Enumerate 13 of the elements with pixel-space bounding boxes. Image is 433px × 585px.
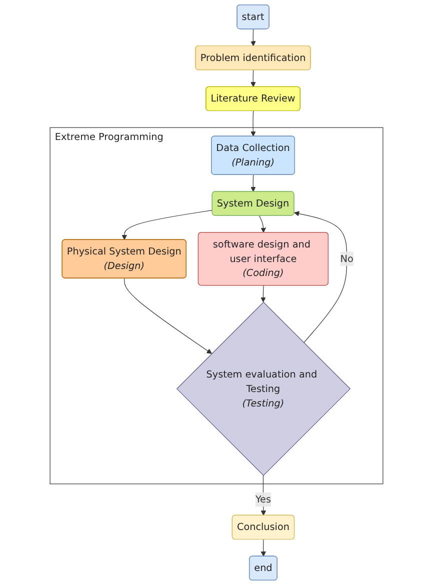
- edge-label: No: [340, 252, 354, 264]
- arrow: [260, 539, 266, 557]
- arrow: [294, 211, 348, 343]
- arrow: [250, 28, 256, 46]
- arrow: [260, 285, 266, 302]
- arrow: [122, 210, 213, 240]
- arrow: [124, 278, 212, 354]
- arrow: [250, 70, 256, 88]
- arrow: [259, 215, 266, 233]
- node-diamond: System evaluation and Testing (Testing): [176, 302, 351, 476]
- edge-label: Yes: [255, 494, 271, 505]
- arrow: [250, 174, 256, 192]
- arrow: [250, 110, 256, 137]
